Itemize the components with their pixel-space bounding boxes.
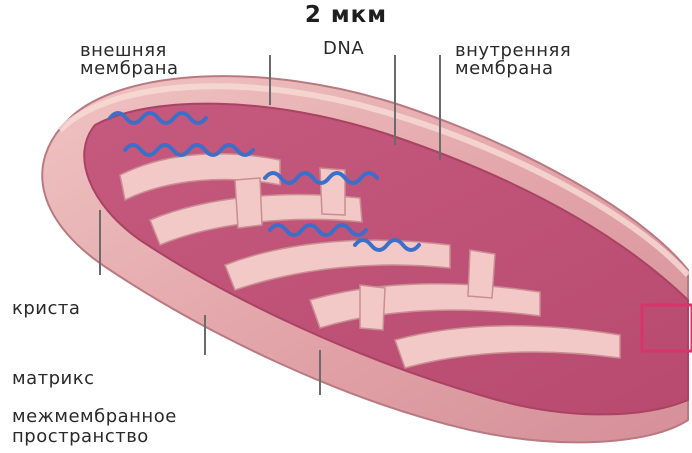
matrix-label: матрикс bbox=[12, 370, 95, 388]
intermembrane-space-label-line2: пространство bbox=[12, 428, 149, 446]
dna-label: DNA bbox=[323, 40, 364, 58]
inner-membrane-label-line2: мембрана bbox=[455, 60, 554, 78]
crista-label: криста bbox=[12, 300, 80, 318]
outer-membrane-label-line2: мембрана bbox=[80, 60, 179, 78]
crista-fold bbox=[235, 178, 262, 228]
crista-fold bbox=[360, 285, 385, 330]
crista-fold bbox=[468, 250, 495, 298]
intermembrane-space-label-line1: межмембранное bbox=[12, 408, 177, 426]
